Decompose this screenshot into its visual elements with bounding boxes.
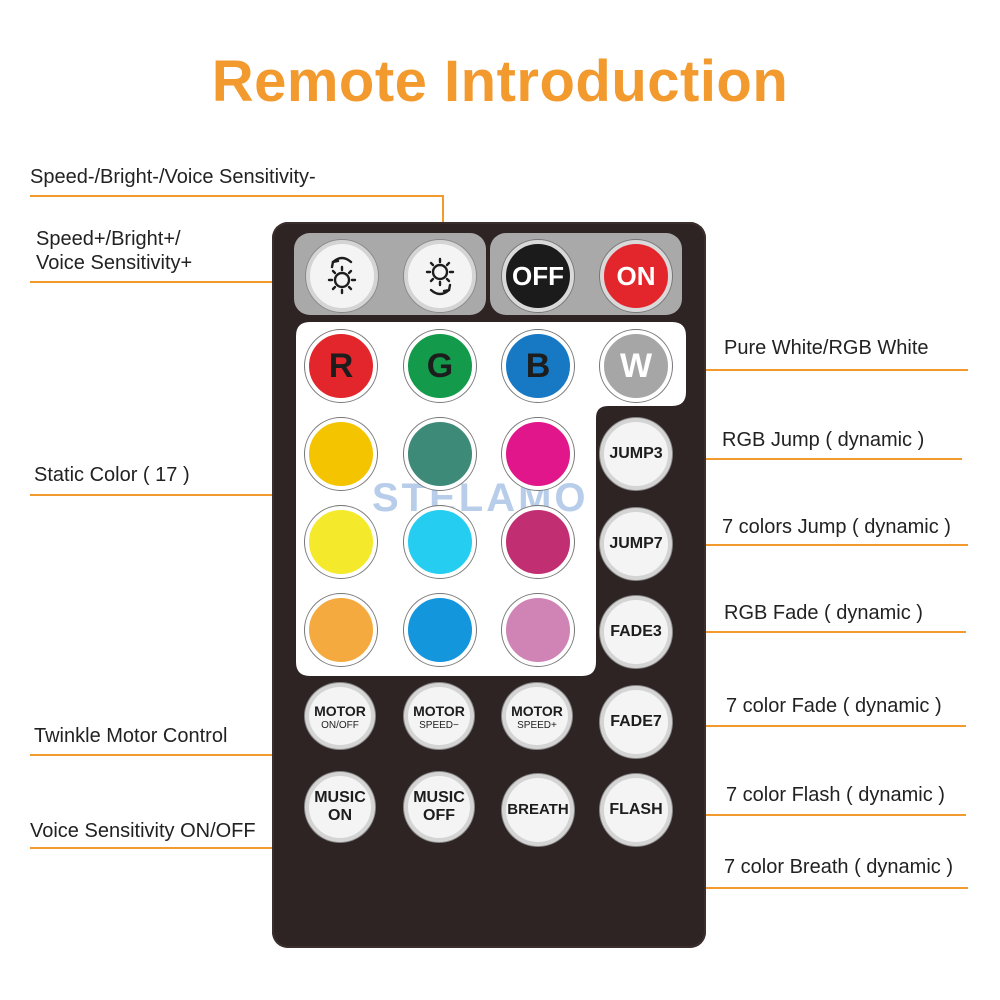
label-rgb-jump: RGB Jump ( dynamic ): [722, 429, 925, 451]
blue-button[interactable]: B: [502, 330, 574, 402]
jump7-button[interactable]: JUMP7: [600, 508, 672, 580]
music-sub-label: OFF: [423, 807, 455, 824]
music-label: MUSIC: [314, 789, 366, 806]
on-button[interactable]: ON: [600, 240, 672, 312]
label-voice-sensitivity: Voice Sensitivity ON/OFF: [30, 820, 256, 842]
static-color-button[interactable]: [404, 418, 476, 490]
static-color-button[interactable]: [502, 506, 574, 578]
label-speed-plus-line1: Speed+/Bright+/: [36, 228, 181, 250]
motor-sub-label: SPEED−: [419, 719, 459, 731]
jump3-button[interactable]: JUMP3: [600, 418, 672, 490]
label-rgb-fade: RGB Fade ( dynamic ): [724, 602, 923, 624]
motor-label: MOTOR: [413, 702, 465, 719]
brightness-up-icon: [425, 257, 455, 296]
label-seven-breath: 7 color Breath ( dynamic ): [724, 856, 953, 878]
flash-button[interactable]: FLASH: [600, 774, 672, 846]
static-color-button[interactable]: [305, 506, 377, 578]
label-seven-jump: 7 colors Jump ( dynamic ): [722, 516, 951, 538]
music-label: MUSIC: [413, 789, 465, 806]
off-button[interactable]: OFF: [502, 240, 574, 312]
static-color-button[interactable]: [404, 506, 476, 578]
label-static-color: Static Color ( 17 ): [34, 464, 190, 486]
brightness-up-button[interactable]: [404, 240, 476, 312]
label-seven-fade: 7 color Fade ( dynamic ): [726, 695, 942, 717]
color-panel: [296, 322, 686, 676]
white-button[interactable]: W: [600, 330, 672, 402]
fade7-button[interactable]: FADE7: [600, 686, 672, 758]
static-color-button[interactable]: [305, 418, 377, 490]
label-seven-flash: 7 color Flash ( dynamic ): [726, 784, 945, 806]
fade3-button[interactable]: FADE3: [600, 596, 672, 668]
page-title: Remote Introduction: [211, 49, 789, 114]
red-button[interactable]: R: [305, 330, 377, 402]
brightness-down-button[interactable]: [306, 240, 378, 312]
brightness-down-icon: [327, 256, 357, 295]
label-speed-minus: Speed-/Bright-/Voice Sensitivity-: [30, 166, 316, 188]
label-speed-plus-line2: Voice Sensitivity+: [36, 252, 193, 274]
motor-sub-label: SPEED+: [517, 719, 557, 731]
motor-label: MOTOR: [511, 702, 563, 719]
static-color-button[interactable]: [305, 594, 377, 666]
label-twinkle-motor: Twinkle Motor Control: [34, 725, 228, 747]
green-button[interactable]: G: [404, 330, 476, 402]
static-color-button[interactable]: [404, 594, 476, 666]
static-color-button[interactable]: [502, 418, 574, 490]
breath-button[interactable]: BREATH: [502, 774, 574, 846]
motor-sub-label: ON/OFF: [321, 719, 359, 731]
static-color-button[interactable]: [502, 594, 574, 666]
music-sub-label: ON: [328, 807, 352, 824]
label-pure-white: Pure White/RGB White: [724, 337, 929, 359]
motor-label: MOTOR: [314, 702, 366, 719]
